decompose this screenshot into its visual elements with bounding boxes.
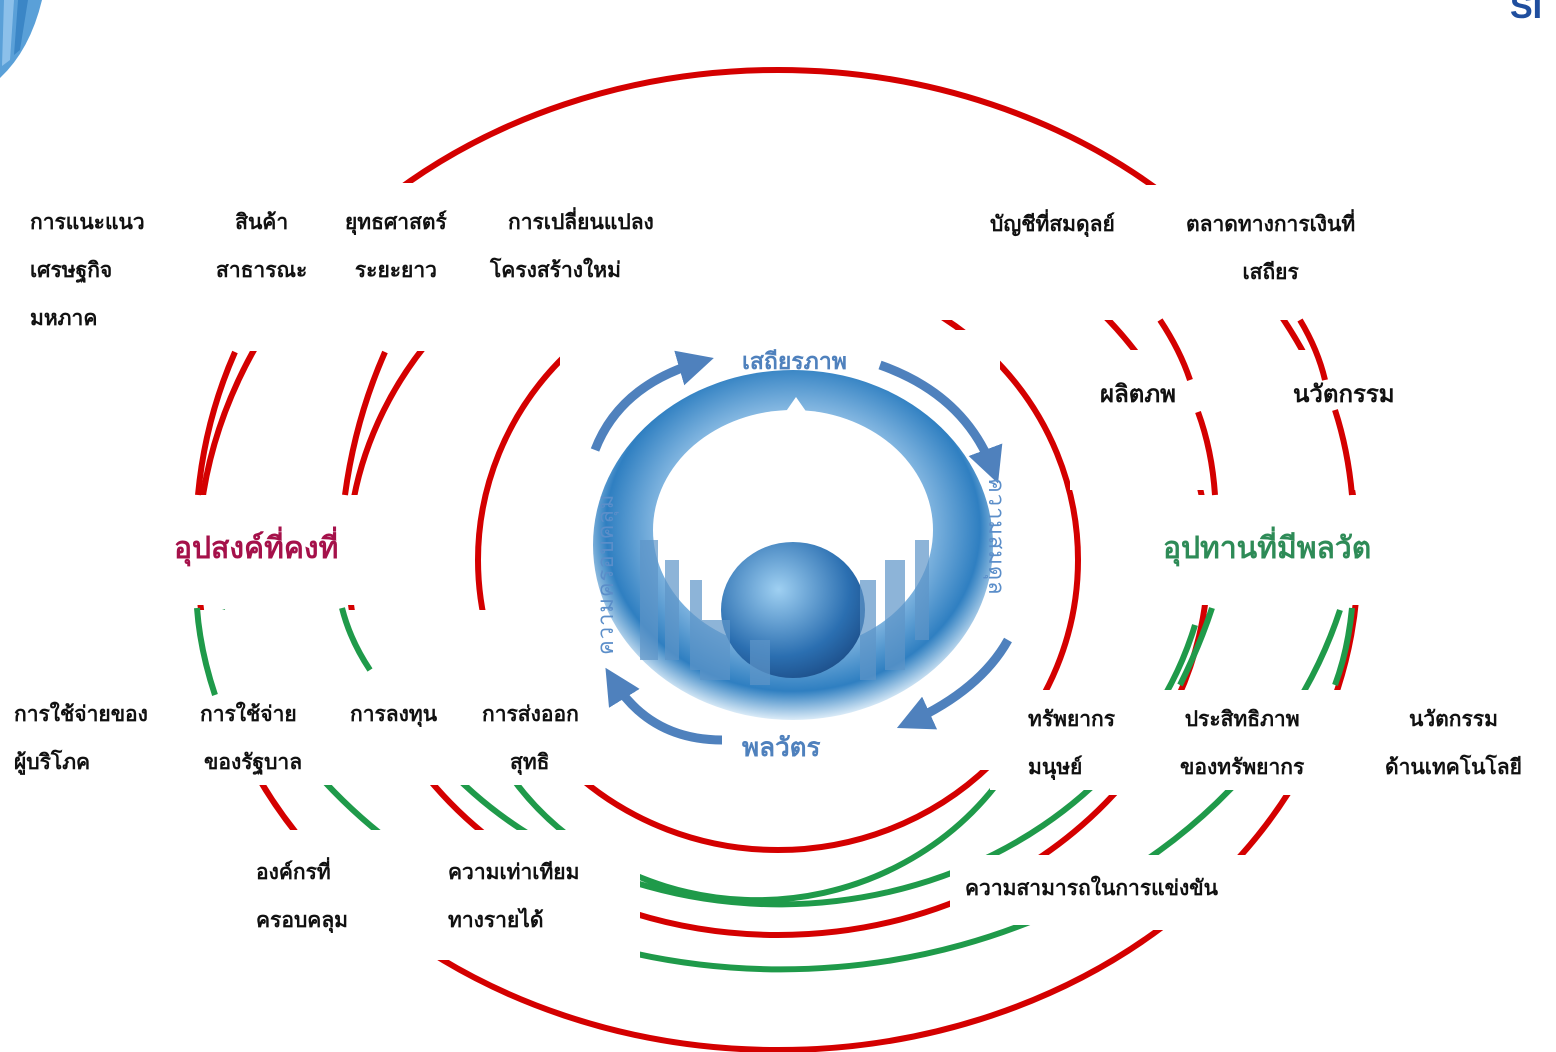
item-line: มนุษย์ — [1028, 755, 1083, 779]
item-line: ทางรายได้ — [448, 908, 544, 932]
item-line: การใช้จ่าย — [200, 702, 297, 726]
demand-item-investment: การลงทุน — [350, 690, 437, 738]
svg-text:SI: SI — [1510, 0, 1542, 26]
item-line: ตลาดทางการเงินที่ — [1186, 212, 1356, 236]
item-line: การเปลี่ยนแปลง — [508, 210, 654, 234]
demand-item-long-term-strategy: ยุทธศาสตร์ ระยะยาว — [345, 198, 447, 294]
demand-item-public-goods: สินค้า สาธารณะ — [216, 198, 307, 294]
demand-item-income-equality: ความเท่าเทียม ทางรายได้ — [448, 848, 579, 944]
supply-item-competitiveness: ความสามารถในการแข่งขัน — [965, 876, 1218, 900]
supply-item-stable-financial-markets: ตลาดทางการเงินที่ เสถียร — [1186, 200, 1355, 296]
supply-item-balanced-accounts: บัญชีที่สมดุลย์ — [990, 200, 1115, 248]
item-line: การลงทุน — [350, 702, 438, 726]
supply-side-segments — [194, 607, 1355, 696]
supply-item-innovation: นวัตกรรม — [1293, 380, 1395, 408]
item-line: สาธารณะ — [216, 258, 308, 282]
item-line: นวัตกรรม — [1409, 707, 1498, 731]
cycle-label-inclusiveness: ความครอบคลุม — [594, 493, 619, 655]
item-line: ทรัพยากร — [1028, 707, 1116, 731]
demand-item-net-exports: การส่งออก สุทธิ — [482, 690, 579, 786]
item-line: เสถียร — [1242, 260, 1299, 284]
item-line: การใช้จ่ายของ — [14, 702, 148, 726]
up-arrow-icon — [778, 397, 814, 440]
brand-logo-icon: SI — [1510, 0, 1542, 26]
item-line: องค์กรที่ — [256, 860, 331, 884]
item-line: การแนะแนว — [30, 210, 145, 234]
item-line: การส่งออก — [482, 702, 579, 726]
item-line: โครงสร้างใหม่ — [490, 258, 621, 282]
demand-item-macro-guidance: การแนะแนว เศรษฐกิจ มหภาค — [30, 198, 145, 342]
item-line: ด้านเทคโนโลยี — [1385, 755, 1522, 779]
item-line: เศรษฐกิจ — [30, 258, 113, 282]
supply-item-human-resources: ทรัพยากร มนุษย์ — [1028, 695, 1115, 791]
cycle-label-dynamism: พลวัตร — [742, 733, 821, 763]
item-line: ของทรัพยากร — [1180, 755, 1305, 779]
item-line: สินค้า — [235, 210, 289, 234]
globe-logo-icon — [0, 0, 42, 78]
supply-item-tech-innovation: นวัตกรรม ด้านเทคโนโลยี — [1385, 695, 1522, 791]
supply-title: อุปทานที่มีพลวัต — [1163, 531, 1372, 566]
item-line: มหภาค — [30, 306, 98, 330]
demand-item-government-spending: การใช้จ่าย ของรัฐบาล — [200, 690, 302, 786]
supply-item-resource-efficiency: ประสิทธิภาพ ของทรัพยากร — [1180, 695, 1304, 791]
demand-item-inclusive-institutions: องค์กรที่ ครอบคลุม — [256, 848, 348, 944]
supply-item-productivity: ผลิตภพ — [1100, 380, 1176, 408]
center-ring-graphic — [593, 370, 993, 720]
demand-item-consumer-spending: การใช้จ่ายของ ผู้บริโภค — [14, 690, 148, 786]
item-line: ผู้บริโภค — [14, 750, 91, 774]
item-line: ระยะยาว — [354, 258, 437, 282]
demand-side-segments — [195, 318, 1355, 496]
demand-item-restructuring: การเปลี่ยนแปลง โครงสร้างใหม่ — [490, 198, 654, 294]
cycle-label-balance: ความสมดุล — [983, 478, 1008, 596]
cycle-label-stability: เสถียรภาพ — [742, 349, 847, 375]
item-line: ความเท่าเทียม — [448, 860, 580, 884]
item-line: ของรัฐบาล — [204, 750, 303, 774]
item-line: ประสิทธิภาพ — [1184, 707, 1300, 731]
demand-title: อุปสงค์ที่คงที่ — [174, 531, 339, 566]
item-line: บัญชีที่สมดุลย์ — [990, 212, 1115, 236]
item-line: ครอบคลุม — [256, 908, 349, 932]
item-line: ยุทธศาสตร์ — [345, 210, 447, 234]
cycle-arrows — [590, 350, 1012, 745]
item-line: สุทธิ — [510, 750, 550, 774]
